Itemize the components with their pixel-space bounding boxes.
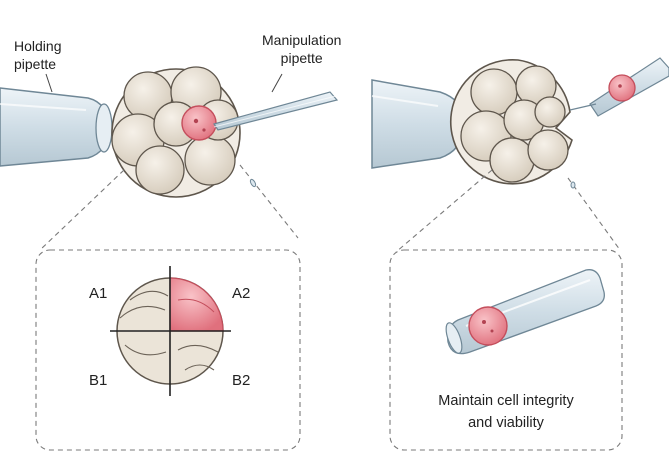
manipulation-label-line2: pipette <box>280 50 323 66</box>
quadrant-label-b2: B2 <box>232 372 251 389</box>
quadrant-panel <box>35 249 301 451</box>
integrity-note-line1: Maintain cell integrity <box>438 393 574 409</box>
pipette-closeup <box>445 269 605 355</box>
quadrant-label-a1: A1 <box>89 285 108 302</box>
debris-marks <box>249 178 576 189</box>
integrity-note: Maintain cell integrity and viability <box>408 390 604 434</box>
quadrant-embryo <box>110 266 231 396</box>
manipulation-pipette-label: Manipulation pipette <box>262 31 341 67</box>
embryo-left <box>111 66 241 198</box>
embryo-right <box>449 58 573 185</box>
holding-label-line1: Holding <box>14 38 62 54</box>
zoom-connectors <box>39 164 621 253</box>
pipette-panel <box>389 249 623 451</box>
quadrant-label-a2: A2 <box>232 285 251 302</box>
manipulation-label-line1: Manipulation <box>262 32 342 48</box>
holding-label-line2: pipette <box>14 56 57 72</box>
holding-pipette-label: Holding pipette <box>14 37 61 73</box>
manipulation-pipette-left <box>213 91 339 131</box>
integrity-note-line2: and viability <box>468 415 544 431</box>
manipulation-pipette-right <box>569 57 669 117</box>
quadrant-label-b1: B1 <box>89 372 108 389</box>
holding-pipette-left <box>0 87 113 167</box>
